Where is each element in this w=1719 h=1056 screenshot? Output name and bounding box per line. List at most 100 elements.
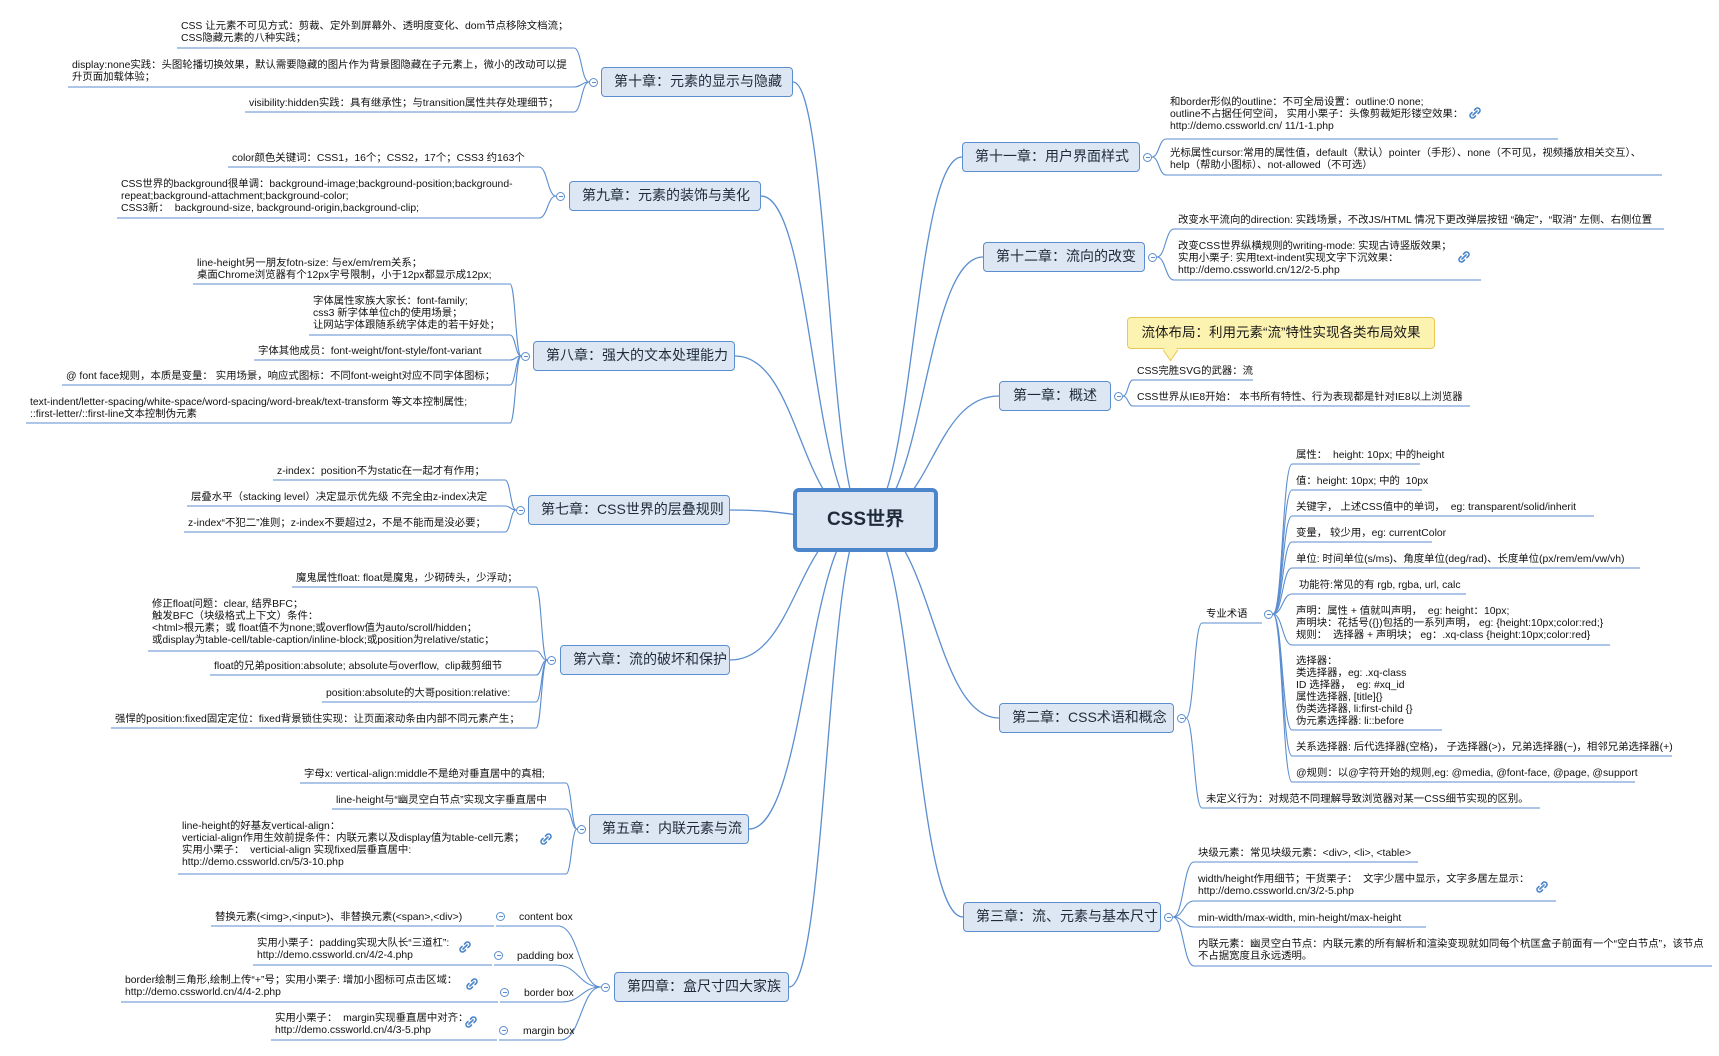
chapter-4-margin-box-detail: 实用小栗子： margin实现垂直居中对齐： http://demo.csswo… [275,1013,469,1036]
chapter-5-leaf-1: 字母x: vertical-align:middle不是绝对垂直居中的真相; [304,769,545,780]
connector-line [538,166,557,197]
chapter-9-leaf-1: color颜色关键词：CSS1，16个；CSS2，17个；CSS3 约163个 [232,153,525,164]
collapse-toggle-icon[interactable] [1148,253,1157,262]
chapter-4-content-box-detail: 替换元素(<img>,<input>)、非替换元素(<span>,<div>) [215,912,463,923]
collapse-toggle-icon[interactable] [577,825,586,834]
chapter-8-leaf-2: 字体属性家族大家长：font-family; css3 新字体单位ch的使用场景… [313,296,501,331]
collapse-toggle-icon[interactable] [556,192,565,201]
connector-line [504,505,517,511]
chapter-1-callout: 流体布局：利用元素“流”特性实现各类布局效果 [1127,317,1435,349]
link-icon[interactable] [456,938,474,956]
border-box-label: border box [524,988,574,999]
chapter-11-topic[interactable]: 第十一章：用户界面样式 [962,142,1140,172]
link-icon[interactable] [1533,878,1551,896]
chapter-1-topic[interactable]: 第一章：概述 [999,381,1111,411]
collapse-toggle-icon[interactable] [547,656,556,665]
collapse-toggle-icon[interactable] [499,1026,508,1035]
connector-line [792,81,866,521]
chapter-7-leaf-2: 层叠水平（stacking level）决定显示优先级 不完全由z-index决… [191,492,488,503]
collapse-toggle-icon[interactable] [1143,153,1152,162]
connector-line [1272,613,1293,783]
chapter-7-leaf-1: z-index：position不为static在一起才有作用； [277,466,485,477]
collapse-toggle-icon[interactable] [589,78,598,87]
chapter-10-leaf-1: CSS 让元素不可见方式：剪裁、定外到屏幕外、透明度变化、dom节点移除文档流；… [181,21,569,44]
chapter-5-leaf-2: line-height与“幽灵空白节点”实现文字垂直居中 [336,795,547,806]
chapter-9-leaf-2: CSS世界的background很单调：background-image;bac… [121,179,513,214]
collapse-toggle-icon[interactable] [496,912,505,921]
connector-line [1185,717,1203,809]
collapse-toggle-icon[interactable] [516,506,525,515]
connector-line [1172,861,1195,918]
chapter-12-leaf-1: 改变水平流向的direction: 实践场景，不改JS/HTML 情况下更改弹层… [1178,215,1653,226]
connector-line [760,195,866,521]
chapter-8-leaf-4: @ font face规则，本质是变量： 实用场景，响应式图标：不同font-w… [66,371,496,382]
connector-line [864,256,984,521]
collapse-toggle-icon[interactable] [1114,392,1123,401]
connector-line [565,782,578,830]
connector-line [565,808,578,830]
chapter-12-topic[interactable]: 第十二章：流向的改变 [983,242,1145,272]
collapse-toggle-icon[interactable] [601,983,610,992]
chapter-9-topic[interactable]: 第九章：元素的装饰与美化 [569,181,761,211]
chapter-8-leaf-1: line-height另一朋友fotn-size: 与ex/em/rem关系； … [197,258,492,281]
link-icon[interactable] [1455,248,1473,266]
content-box-label: content box [519,912,573,923]
chapter-6-topic[interactable]: 第六章：流的破坏和保护 [560,645,730,675]
chapter-2-term-8: 选择器： 类选择器，eg: .xq-class ID 选择器， eg: #xq_… [1296,656,1413,727]
chapter-8-topic[interactable]: 第八章：强大的文本处理能力 [533,341,735,371]
chapter-3-leaf-2: width/height作用细节；干货栗子： 文字少居中显示，文字多居左显示： … [1198,874,1530,897]
connector-line [1272,463,1293,615]
connector-line [573,81,590,88]
connector-line [535,659,548,676]
connector-line [1272,567,1293,615]
collapse-toggle-icon[interactable] [1177,714,1186,723]
collapse-toggle-icon[interactable] [1164,913,1173,922]
chapter-10-leaf-2: display:none实践：头图轮播切换效果，默认需要隐藏的图片作为背景图隐藏… [72,60,567,83]
chapter-2-term-1: 属性： height: 10px; 中的height [1296,450,1445,461]
connector-line [509,355,522,361]
chapter-6-leaf-4: position:absolute的大哥position:relative: [326,688,511,699]
chapter-6-leaf-1: 魔鬼属性float: float是魔鬼，少砌砖头，少浮动； [296,573,518,584]
chapter-5-leaf-3: line-height的好基友vertical-align： verticial… [182,821,525,868]
chapter-10-topic[interactable]: 第十章：元素的显示与隐藏 [601,67,793,97]
chapter-7-topic[interactable]: 第七章：CSS世界的层叠规则 [528,495,730,525]
connector-line [1272,613,1293,731]
root-topic[interactable]: CSS世界 [793,488,938,552]
chapter-6-leaf-5: 强悍的position:fixed固定定位：fixed背景锁住实现：让页面滚动条… [115,714,520,725]
chapter-2-term-7: 声明：属性 + 值就叫声明， eg: height：10px; 声明块：花括号(… [1296,606,1604,641]
chapter-2-term-9: 关系选择器: 后代选择器(空格)， 子选择器(>)，兄弟选择器(~)，相邻兄弟选… [1296,742,1673,753]
link-icon[interactable] [462,1013,480,1031]
chapter-2-topic[interactable]: 第二章：CSS术语和概念 [999,703,1174,733]
connector-line [555,964,602,988]
chapter-3-leaf-3: min-width/max-width, min-height/max-heig… [1198,913,1402,924]
chapter-4-border-box-detail: border绘制三角形,绘制上传“+”号；实用小栗子: 增加小图标可点击区域： … [125,975,458,998]
connector-line [535,586,548,661]
link-icon[interactable] [1466,104,1484,122]
connector-line [1272,613,1293,646]
collapse-toggle-icon[interactable] [494,951,503,960]
link-icon[interactable] [537,830,555,848]
chapter-11-leaf-2: 光标属性cursor:常用的属性值，default（默认）pointer（手形）… [1170,148,1642,171]
connector-line [1151,138,1167,158]
chapter-7-leaf-3: z-index“不犯二”准则；z-index不要超过2，不是不能而是没必要； [188,518,486,529]
connector-line [1122,379,1134,397]
link-icon[interactable] [463,975,481,993]
margin-box-label: margin box [523,1026,575,1037]
collapse-toggle-icon[interactable] [1264,610,1273,619]
connector-line [509,355,522,386]
connector-line [509,355,522,424]
chapter-3-leaf-4: 内联元素：幽灵空白节点：内联元素的所有解析和渲染变现就如同每个杭匡盒子前面有一个… [1198,939,1704,962]
connector-line [1172,900,1195,918]
connector-line [1272,613,1293,757]
padding-box-label: padding box [517,951,574,962]
chapter-12-leaf-2: 改变CSS世界纵横规则的writing-mode: 实现古诗竖版效果； 实用小栗… [1178,241,1452,276]
connector-line [1151,156,1167,176]
collapse-toggle-icon[interactable] [500,988,509,997]
chapter-4-topic[interactable]: 第四章：盒尺寸四大家族 [614,972,789,1002]
connector-line [1156,256,1175,281]
chapter-1-leaf-1: CSS完胜SVG的武器：流 [1137,366,1254,377]
collapse-toggle-icon[interactable] [521,352,530,361]
chapter-5-topic[interactable]: 第五章：内联元素与流 [589,814,749,844]
chapter-3-topic[interactable]: 第三章：流、元素与基本尺寸 [963,902,1161,932]
connector-line [788,519,866,988]
